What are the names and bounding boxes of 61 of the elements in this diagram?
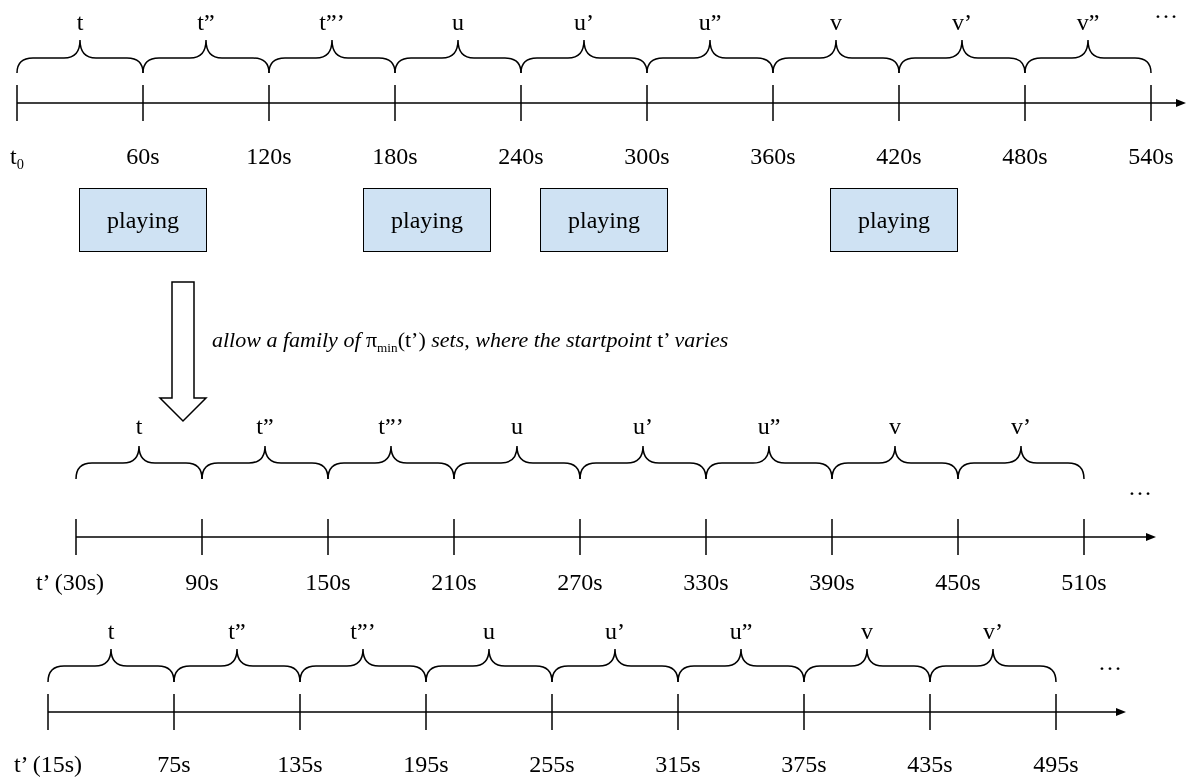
interval-label: v’ [1011,414,1031,438]
interval-label: v [889,414,901,438]
time-label: 360s [750,144,796,168]
interval-label: t” [197,10,215,34]
time-label: 150s [305,570,351,594]
interval-label: u [483,619,495,643]
state-box: playing [830,188,958,252]
time-label: 420s [876,144,922,168]
interval-label: u” [729,619,753,643]
interval-label: u” [757,414,781,438]
interval-label: t” [256,414,274,438]
time-label: 60s [126,144,160,168]
continuation-dots: … [1098,650,1122,674]
time-label: 300s [624,144,670,168]
interval-label: v [861,619,873,643]
state-box: playing [79,188,207,252]
time-label: 450s [935,570,981,594]
interval-label: t”’ [350,619,376,643]
interval-label: t”’ [319,10,345,34]
time-label: 255s [529,752,575,776]
interval-label: v” [1076,10,1100,34]
interval-label: u’ [633,414,653,438]
interval-label: u’ [574,10,594,34]
interval-label: v [830,10,842,34]
note-text: allow a family of π$_{min}$(t’) sets, where the startpoint t’ varies [212,329,729,351]
time-label: t’ (15s) [13,752,83,776]
interval-label: v’ [952,10,972,34]
interval-label: t [135,414,143,438]
time-label: 375s [781,752,827,776]
time-label: 240s [498,144,544,168]
time-label: 120s [246,144,292,168]
interval-label: u’ [605,619,625,643]
time-label: 330s [683,570,729,594]
time-label: t’ (30s) [35,570,105,594]
time-label: 180s [372,144,418,168]
time-label: 540s [1128,144,1174,168]
interval-label: t” [228,619,246,643]
interval-label: t [107,619,115,643]
time-label: 480s [1002,144,1048,168]
interval-label: t [76,10,84,34]
time-label: 315s [655,752,701,776]
time-label: 390s [809,570,855,594]
time-label: 495s [1033,752,1079,776]
time-label: 135s [277,752,323,776]
time-label: 90s [185,570,219,594]
continuation-dots: … [1128,475,1152,499]
time-label: 270s [557,570,603,594]
interval-label: u” [698,10,722,34]
interval-label: t”’ [378,414,404,438]
time-label: t$_{0}$ [10,144,24,168]
interval-label: u [511,414,523,438]
state-box: playing [540,188,668,252]
time-label: 195s [403,752,449,776]
time-label: 75s [157,752,191,776]
time-label: 510s [1061,570,1107,594]
time-label: 210s [431,570,477,594]
state-box: playing [363,188,491,252]
continuation-dots: … [1154,0,1178,22]
time-label: 435s [907,752,953,776]
interval-label: u [452,10,464,34]
interval-label: v’ [983,619,1003,643]
